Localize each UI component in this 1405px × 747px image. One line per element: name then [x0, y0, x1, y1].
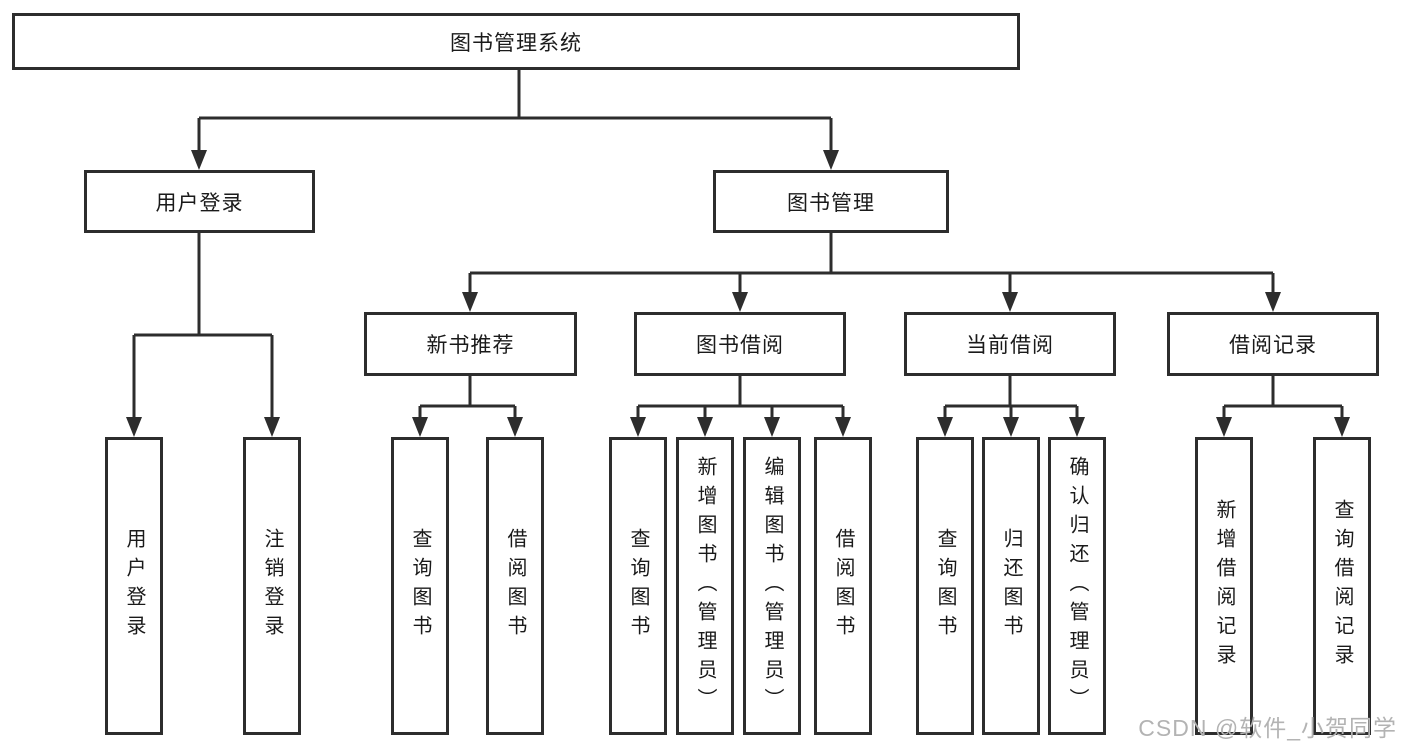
node-book-management: 图书管理 [713, 170, 949, 233]
leaf-user-login: 用户登录 [105, 437, 163, 735]
leaf-query-books-recommend: 查询图书 [391, 437, 449, 735]
leaf-borrow-books-recommend-label: 借阅图书 [504, 528, 526, 644]
node-book-borrowing-label: 图书借阅 [696, 334, 784, 357]
node-new-book-recommend: 新书推荐 [364, 312, 577, 376]
node-borrow-records-label: 借阅记录 [1229, 334, 1317, 357]
leaf-return-books: 归还图书 [982, 437, 1040, 735]
node-root-label: 图书管理系统 [450, 31, 582, 55]
leaf-borrow-books-label: 借阅图书 [832, 528, 854, 644]
leaf-add-books-admin-label: 新增图书（管理员） [694, 455, 716, 717]
leaf-user-login-label: 用户登录 [123, 528, 145, 644]
node-current-borrowing-label: 当前借阅 [966, 334, 1054, 357]
leaf-return-books-label: 归还图书 [1000, 528, 1022, 644]
leaf-query-books-current-label: 查询图书 [934, 528, 956, 644]
arrowheads [126, 150, 1350, 437]
leaf-borrow-books: 借阅图书 [814, 437, 872, 735]
node-user-login-label: 用户登录 [155, 191, 244, 215]
leaf-add-borrow-record: 新增借阅记录 [1195, 437, 1253, 735]
leaf-query-books-current: 查询图书 [916, 437, 974, 735]
leaf-logout-label: 注销登录 [261, 528, 283, 644]
node-book-management-label: 图书管理 [787, 191, 875, 215]
leaf-logout: 注销登录 [243, 437, 301, 735]
node-user-login: 用户登录 [84, 170, 315, 233]
leaf-edit-books-admin-label: 编辑图书（管理员） [761, 455, 783, 717]
csdn-watermark: CSDN @软件_小贺同学 [1138, 715, 1397, 741]
leaf-confirm-return-admin: 确认归还（管理员） [1048, 437, 1106, 735]
leaf-query-books-recommend-label: 查询图书 [409, 528, 431, 644]
node-borrow-records: 借阅记录 [1167, 312, 1379, 376]
node-book-borrowing: 图书借阅 [634, 312, 846, 376]
leaf-query-books-borrowing-label: 查询图书 [627, 528, 649, 644]
node-current-borrowing: 当前借阅 [904, 312, 1116, 376]
leaf-edit-books-admin: 编辑图书（管理员） [743, 437, 801, 735]
leaf-add-books-admin: 新增图书（管理员） [676, 437, 734, 735]
leaf-query-books-borrowing: 查询图书 [609, 437, 667, 735]
leaf-borrow-books-recommend: 借阅图书 [486, 437, 544, 735]
leaf-add-borrow-record-label: 新增借阅记录 [1213, 499, 1235, 673]
leaf-query-borrow-record-label: 查询借阅记录 [1331, 499, 1353, 673]
node-new-book-recommend-label: 新书推荐 [426, 334, 515, 357]
node-root-system: 图书管理系统 [12, 13, 1020, 70]
leaf-confirm-return-admin-label: 确认归还（管理员） [1066, 455, 1088, 717]
leaf-query-borrow-record: 查询借阅记录 [1313, 437, 1371, 735]
